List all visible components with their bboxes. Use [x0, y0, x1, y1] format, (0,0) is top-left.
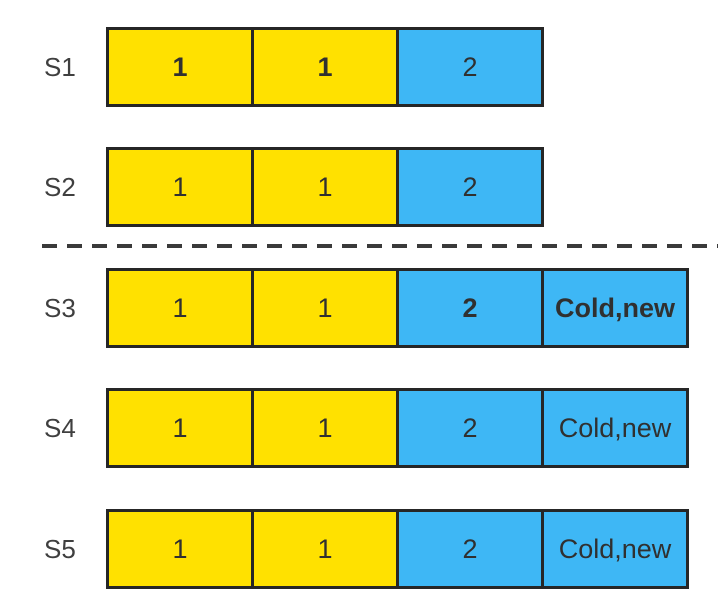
cell-s1-2: 1 [251, 27, 399, 107]
cell-s4-2: 1 [251, 388, 399, 468]
row-label-s5: S5 [44, 533, 76, 564]
cell-s5-2: 1 [251, 509, 399, 589]
row-label-s4: S4 [44, 412, 76, 443]
cell-s5-1: 1 [106, 509, 254, 589]
cell-s1-1: 1 [106, 27, 254, 107]
cell-s2-3: 2 [396, 147, 544, 227]
cell-s5-3: 2 [396, 509, 544, 589]
cell-s4-1: 1 [106, 388, 254, 468]
row-label-s3: S3 [44, 292, 76, 323]
cell-s3-4: Cold,new [541, 268, 689, 348]
cell-s5-4: Cold,new [541, 509, 689, 589]
cell-s2-1: 1 [106, 147, 254, 227]
cell-s4-4: Cold,new [541, 388, 689, 468]
cell-s2-2: 1 [251, 147, 399, 227]
cell-s3-1: 1 [106, 268, 254, 348]
row-label-s2: S2 [44, 171, 76, 202]
row-label-s1: S1 [44, 51, 76, 82]
cell-s1-3: 2 [396, 27, 544, 107]
cell-s4-3: 2 [396, 388, 544, 468]
cell-s3-2: 1 [251, 268, 399, 348]
dashed-divider [42, 244, 718, 248]
cell-s3-3: 2 [396, 268, 544, 348]
